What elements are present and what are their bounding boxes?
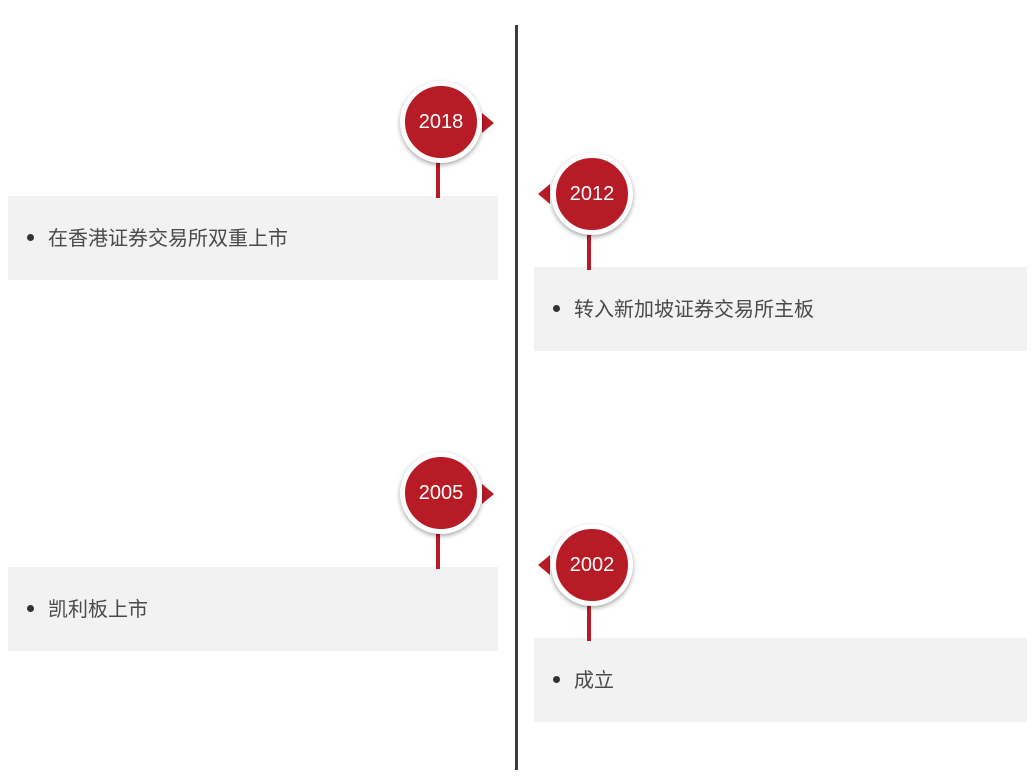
pointer-arrow bbox=[538, 555, 550, 575]
event-card: 在香港证券交易所双重上市 bbox=[8, 196, 498, 280]
event-card: 凯利板上市 bbox=[8, 567, 498, 651]
list-item: 在香港证券交易所双重上市 bbox=[27, 196, 498, 280]
year-badge-2012: 2012 bbox=[551, 153, 633, 235]
pointer-arrow bbox=[538, 184, 550, 204]
event-card: 成立 bbox=[534, 638, 1027, 722]
list-item: 凯利板上市 bbox=[27, 567, 498, 651]
connector-stem bbox=[587, 230, 591, 270]
list-item: 成立 bbox=[553, 638, 1027, 722]
connector-stem bbox=[587, 601, 591, 641]
event-card: 转入新加坡证券交易所主板 bbox=[534, 267, 1027, 351]
year-badge-2002: 2002 bbox=[551, 524, 633, 606]
year-badge-2005: 2005 bbox=[400, 452, 482, 534]
pointer-arrow bbox=[482, 484, 494, 504]
event-list: 在香港证券交易所双重上市 bbox=[8, 196, 498, 280]
year-badge-2018: 2018 bbox=[400, 81, 482, 163]
connector-stem bbox=[436, 158, 440, 198]
event-list: 成立 bbox=[534, 638, 1027, 722]
connector-stem bbox=[436, 529, 440, 569]
pointer-arrow bbox=[482, 113, 494, 133]
event-list: 转入新加坡证券交易所主板 bbox=[534, 267, 1027, 351]
list-item: 转入新加坡证券交易所主板 bbox=[553, 267, 1027, 351]
timeline-axis bbox=[515, 25, 518, 770]
event-list: 凯利板上市 bbox=[8, 567, 498, 651]
